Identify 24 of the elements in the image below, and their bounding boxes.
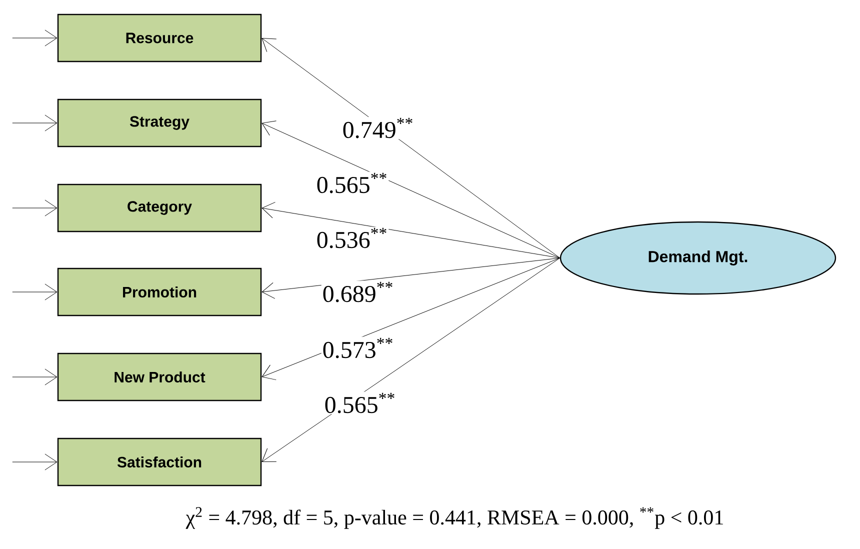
path-arrow (262, 120, 560, 258)
path-arrow (262, 258, 560, 462)
fit-statistics-caption: χ$^{2}$ = 4.798, df = 5, p-value = 0.441, RMSEA = 0.000, $^{**}$p < 0.01 (186, 507, 723, 529)
variable-box: Resource (57, 14, 262, 62)
variable-box: Satisfaction (57, 438, 262, 486)
variable-box: Promotion (57, 268, 262, 316)
error-arrow (12, 30, 58, 46)
path-arrow (262, 202, 560, 258)
variable-box: Strategy (57, 98, 262, 148)
variable-box: New Product (57, 352, 262, 402)
error-arrow (12, 454, 58, 470)
loading-label: 0.536$^{**}$ (317, 228, 386, 248)
variable-box: Category (57, 184, 262, 232)
error-arrow (12, 284, 58, 300)
error-arrow (12, 368, 58, 386)
loading-label: 0.749$^{**}$ (343, 118, 412, 138)
path-arrow (262, 258, 560, 299)
error-arrow (12, 114, 58, 132)
path-arrow (262, 38, 560, 258)
loading-label: 0.565$^{**}$ (317, 172, 386, 194)
loading-label: 0.565$^{**}$ (325, 392, 394, 414)
loading-label: 0.573$^{**}$ (323, 338, 392, 358)
error-arrow (12, 200, 58, 216)
loading-label: 0.689$^{**}$ (323, 282, 392, 302)
